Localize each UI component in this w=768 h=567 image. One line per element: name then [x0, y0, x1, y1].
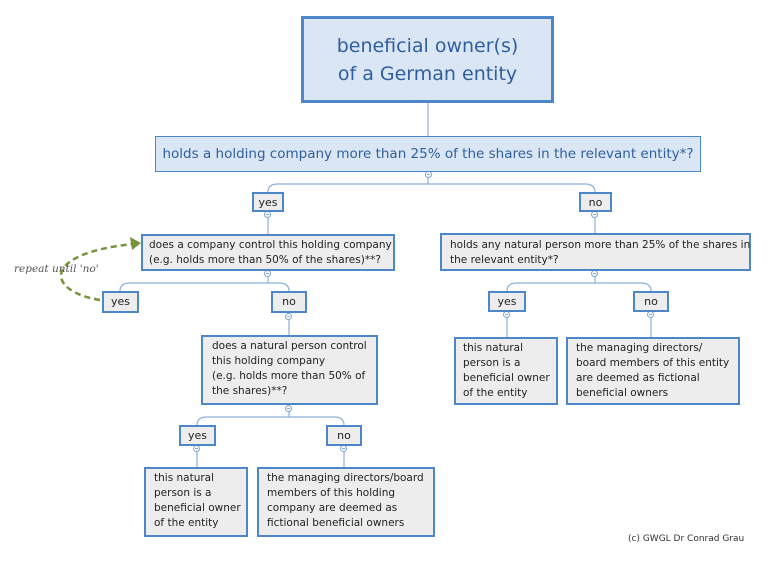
answer-label: yes — [187, 429, 207, 442]
collapse-toggle[interactable] — [264, 211, 271, 218]
result-line: this natural — [154, 472, 215, 484]
result-line: of the entity — [154, 517, 219, 529]
root-question-node[interactable]: holds a holding company more than 25% of… — [155, 136, 701, 172]
answer-label: no — [282, 295, 296, 308]
result-line: beneficial owners — [576, 387, 669, 399]
result-line: this natural — [463, 342, 524, 354]
result-line: the managing directors/board — [267, 472, 424, 484]
question-line: does a company control this holding comp… — [149, 239, 392, 251]
result-line: person is a — [463, 357, 521, 369]
loop-annotation: repeat until 'no' — [14, 263, 99, 275]
answer-yes-node[interactable]: yes — [488, 291, 526, 312]
answer-label: no — [337, 429, 351, 442]
answer-label: yes — [110, 295, 130, 308]
result-line: board members of this entity — [576, 357, 730, 369]
title-line: beneficial owner(s) — [336, 34, 519, 57]
result-line: company are deemed as — [267, 502, 398, 514]
question-line: holds any natural person more than 25% o… — [450, 239, 751, 251]
company-control-question-node[interactable]: does a company control this holding comp… — [141, 234, 395, 271]
collapse-toggle[interactable] — [591, 270, 598, 277]
question-line: (e.g. holds more than 50% of the shares)… — [149, 254, 381, 266]
result-line: are deemed as fictional — [576, 372, 700, 384]
collapse-toggle[interactable] — [285, 313, 292, 320]
question-line: this holding company — [212, 355, 326, 367]
result-line: person is a — [154, 487, 212, 499]
fictional-owners-result-node[interactable]: the managing directors/board members of … — [257, 467, 435, 537]
copyright-note: (c) GWGL Dr Conrad Grau — [628, 534, 745, 544]
title-line: of a German entity — [337, 62, 518, 85]
title-node[interactable]: beneficial owner(s) of a German entity — [301, 16, 554, 103]
collapse-toggle[interactable] — [647, 311, 654, 318]
collapse-toggle[interactable] — [503, 311, 510, 318]
answer-label: no — [588, 196, 603, 209]
result-line: fictional beneficial owners — [267, 517, 405, 529]
answer-label: yes — [497, 295, 517, 308]
answer-no-node[interactable]: no — [271, 291, 307, 313]
answer-yes-node[interactable]: yes — [179, 425, 216, 446]
question-line: (e.g. holds more than 50% of — [212, 370, 366, 382]
question-line: the relevant entity*? — [450, 254, 559, 266]
beneficial-owner-result-node[interactable]: this natural person is a beneficial owne… — [144, 467, 248, 537]
result-line: beneficial owner — [154, 502, 241, 514]
root-question-text: holds a holding company more than 25% of… — [162, 145, 694, 162]
collapse-toggle[interactable] — [264, 270, 271, 277]
answer-yes-node[interactable]: yes — [102, 291, 139, 313]
answer-no-node[interactable]: no — [633, 291, 669, 312]
natural-person-shares-question-node[interactable]: holds any natural person more than 25% o… — [440, 233, 751, 271]
answer-yes-node[interactable]: yes — [252, 192, 284, 212]
result-line: members of this holding — [267, 487, 396, 499]
question-line: does a natural person control — [212, 340, 367, 352]
collapse-toggle[interactable] — [285, 405, 292, 412]
natural-person-control-question-node[interactable]: does a natural person control this holdi… — [201, 335, 378, 405]
collapse-toggle[interactable] — [591, 211, 598, 218]
result-line: of the entity — [463, 387, 528, 399]
collapse-toggle[interactable] — [425, 171, 432, 178]
beneficial-owner-result-node[interactable]: this natural person is a beneficial owne… — [454, 337, 558, 405]
question-line: the shares)**? — [212, 385, 288, 397]
collapse-toggle[interactable] — [340, 445, 347, 452]
fictional-owners-result-node[interactable]: the managing directors/ board members of… — [566, 337, 740, 405]
answer-label: yes — [258, 196, 278, 209]
answer-no-node[interactable]: no — [326, 425, 362, 446]
result-line: the managing directors/ — [576, 342, 703, 354]
collapse-toggle[interactable] — [193, 445, 200, 452]
answer-label: no — [644, 295, 658, 308]
answer-no-node[interactable]: no — [579, 192, 612, 212]
result-line: beneficial owner — [463, 372, 550, 384]
